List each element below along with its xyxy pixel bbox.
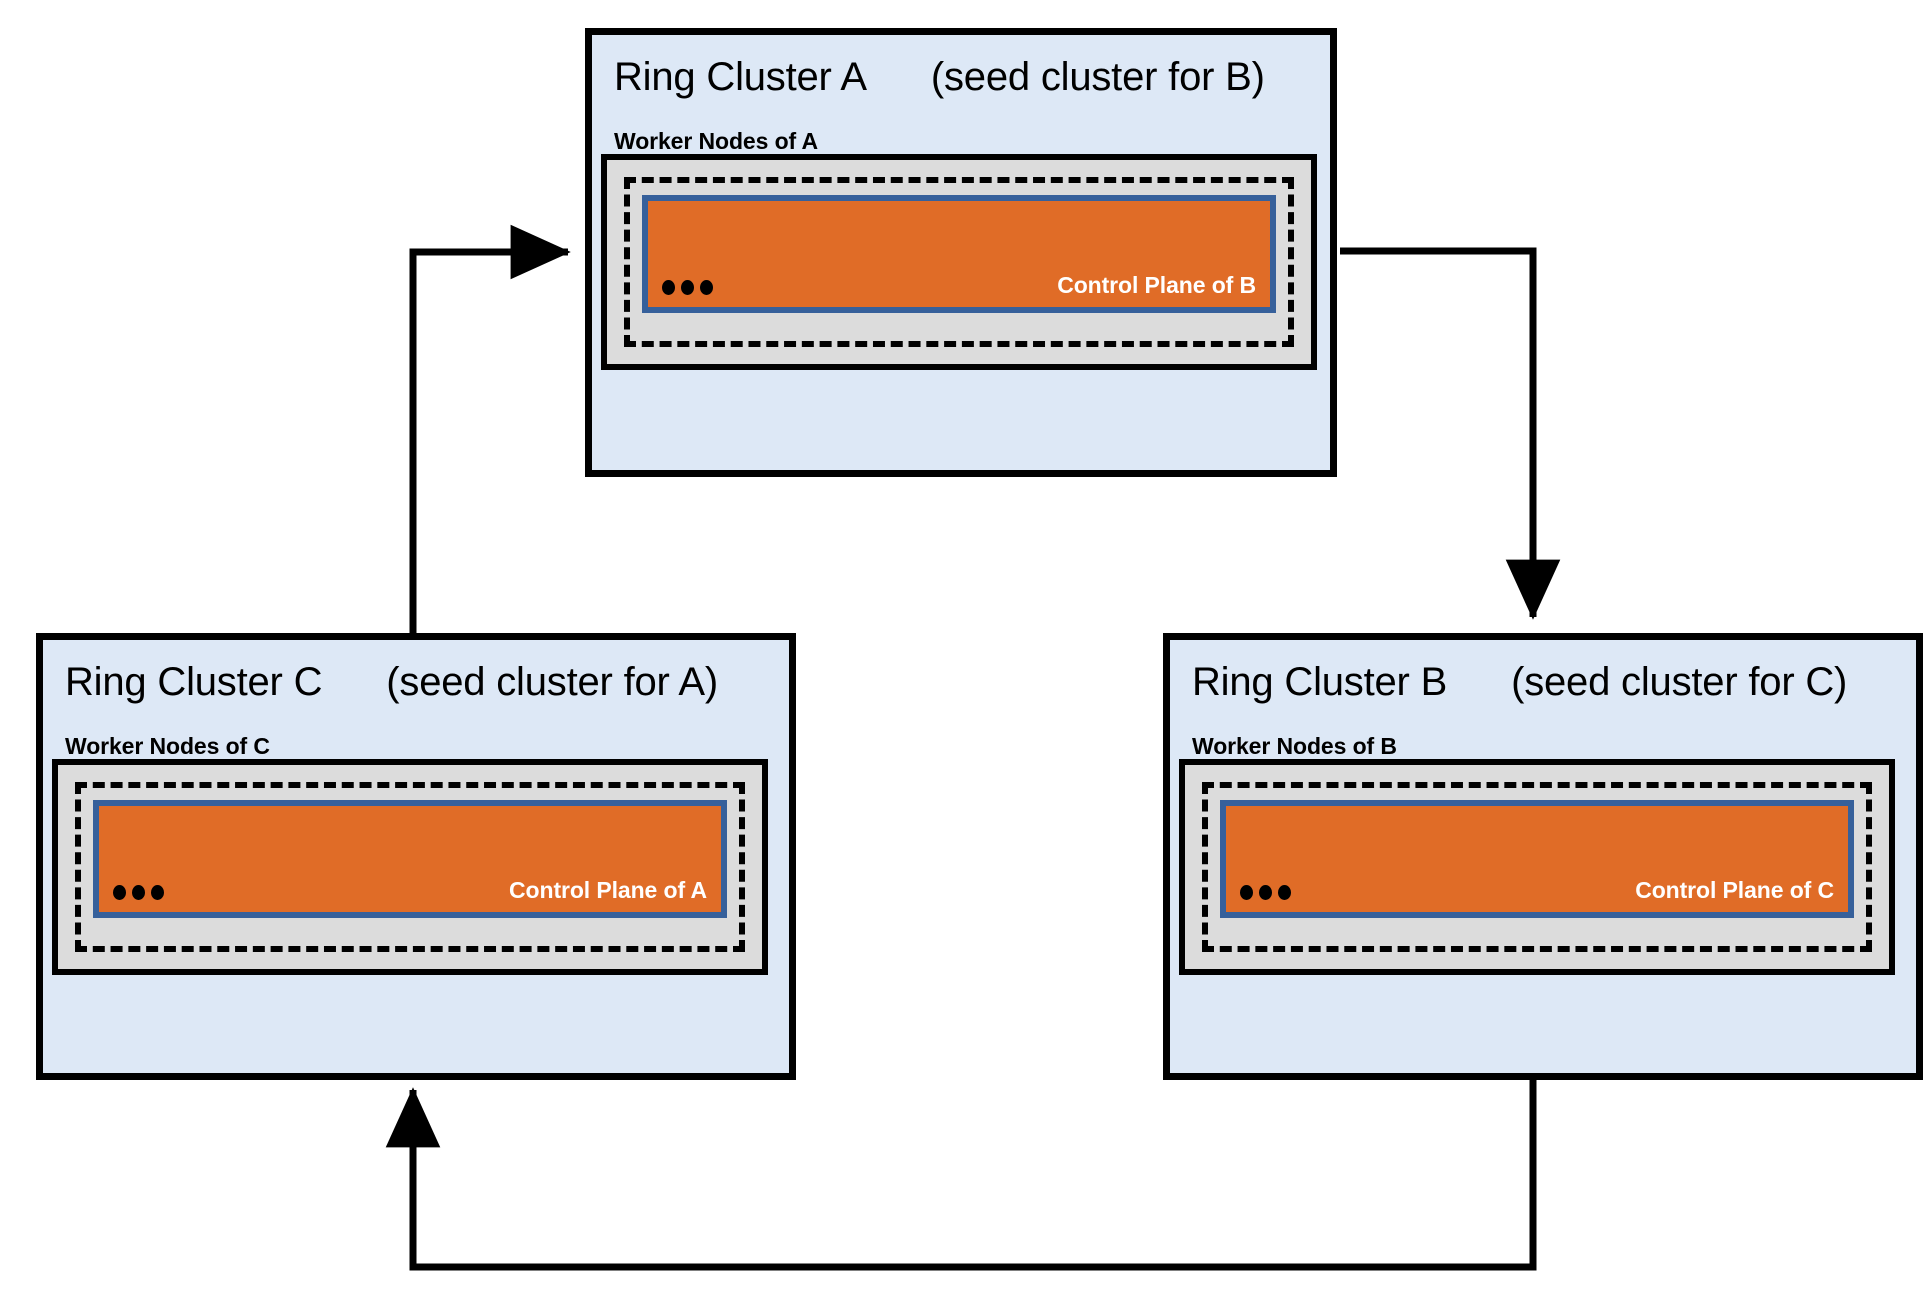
cluster-c-control-plane-label: Control Plane of A: [509, 877, 707, 903]
arrow-c-to-a: [409, 224, 571, 640]
arrow-a-to-b: [1340, 247, 1561, 620]
cluster-c[interactable]: Ring Cluster C (seed cluster for A) Worke…: [36, 633, 796, 1080]
cluster-a-ellipsis-icon: [662, 280, 713, 295]
cluster-a-worker-label: Worker Nodes of A: [614, 128, 819, 154]
cluster-c-worker-label: Worker Nodes of C: [65, 733, 270, 759]
cluster-b-worker-box[interactable]: Control Plane of C: [1179, 759, 1895, 975]
cluster-b-control-plane[interactable]: Control Plane of C: [1220, 800, 1854, 918]
cluster-a-title-sub: (seed cluster for B): [930, 55, 1265, 99]
arrow-b-to-c: [385, 1057, 1537, 1271]
cluster-a-dashed-boundary: [624, 177, 1294, 347]
cluster-a-worker-box[interactable]: Control Plane of B: [601, 154, 1317, 370]
cluster-a[interactable]: Ring Cluster A (seed cluster for B) Worke…: [585, 28, 1337, 477]
cluster-b-ellipsis-icon: [1240, 885, 1291, 900]
cluster-a-control-plane[interactable]: Control Plane of B: [642, 195, 1276, 313]
cluster-c-dashed-boundary: [75, 782, 745, 952]
cluster-b-title: Ring Cluster B (seed cluster for C): [1192, 662, 1847, 702]
cluster-c-control-plane[interactable]: Control Plane of A: [93, 800, 727, 918]
cluster-c-title-sub: (seed cluster for A): [386, 660, 718, 704]
cluster-b-dashed-boundary: [1202, 782, 1872, 952]
cluster-b-control-plane-label: Control Plane of C: [1635, 877, 1834, 903]
cluster-a-title-main: Ring Cluster A: [614, 55, 867, 99]
cluster-b-worker-label: Worker Nodes of B: [1192, 733, 1397, 759]
cluster-c-worker-box[interactable]: Control Plane of A: [52, 759, 768, 975]
cluster-c-title-main: Ring Cluster C: [65, 660, 323, 704]
cluster-c-ellipsis-icon: [113, 885, 164, 900]
cluster-b-title-main: Ring Cluster B: [1192, 660, 1448, 704]
cluster-b-title-sub: (seed cluster for C): [1511, 660, 1848, 704]
cluster-b[interactable]: Ring Cluster B (seed cluster for C) Worke…: [1163, 633, 1923, 1080]
cluster-a-control-plane-label: Control Plane of B: [1057, 272, 1256, 298]
cluster-c-title: Ring Cluster C (seed cluster for A): [65, 662, 718, 702]
cluster-a-title: Ring Cluster A (seed cluster for B): [614, 57, 1265, 97]
